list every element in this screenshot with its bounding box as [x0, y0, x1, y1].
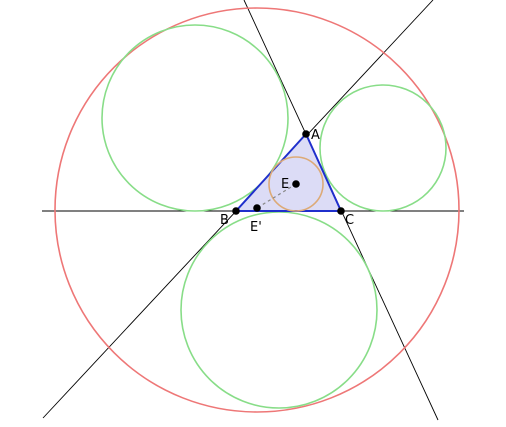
- label-b: B: [220, 213, 229, 228]
- point-a: [302, 130, 310, 138]
- label-c: C: [345, 213, 354, 228]
- excircle-a: [101, 24, 289, 212]
- segment-e-eprime: [256, 183, 297, 209]
- label-a: A: [311, 128, 320, 143]
- point-e: [292, 180, 300, 188]
- circumcircle: [54, 7, 460, 413]
- point-b: [232, 207, 240, 215]
- label-e: E: [281, 177, 289, 192]
- incircle: [268, 156, 324, 212]
- excircle-c: [180, 211, 378, 409]
- label-e-prime: E': [250, 220, 262, 235]
- point-c: [337, 207, 345, 215]
- excircle-b: [319, 84, 447, 212]
- point-e-prime: [253, 204, 261, 212]
